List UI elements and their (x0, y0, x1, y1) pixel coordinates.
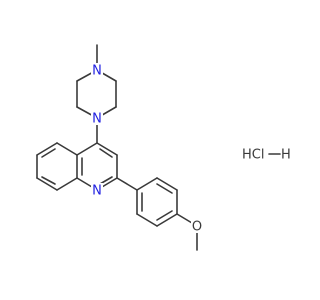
bond (56, 142, 78, 156)
double-bond (156, 210, 173, 221)
double-bond (41, 176, 56, 185)
bond (56, 177, 78, 191)
atom-labels: N N N O HCl H (91, 63, 291, 235)
nitrogen-atom-quinoline: N (92, 184, 102, 199)
nitrogen-atom-piperazine-bottom: N (92, 112, 102, 127)
double-bond (99, 148, 113, 158)
bond (76, 142, 98, 156)
quinoline-benzo-ring (36, 142, 78, 191)
salt-label-hcl: HCl (242, 148, 264, 163)
methoxyphenyl-ring (116, 177, 198, 251)
bond (136, 177, 158, 191)
piperazine-ring (76, 44, 117, 119)
bond (36, 177, 58, 191)
oxygen-atom-methoxy: O (192, 220, 202, 235)
double-bond (41, 148, 56, 158)
bond (156, 213, 178, 227)
bond (136, 213, 158, 227)
bond (36, 142, 58, 156)
nitrogen-atom-piperazine-top: N (92, 64, 102, 79)
bond (156, 177, 178, 191)
chemical-structure-diagram: N N N O HCl H (36, 44, 291, 251)
double-bond (99, 176, 113, 185)
bond (96, 142, 118, 156)
double-bond (156, 183, 173, 194)
salt-label-h: H (281, 148, 291, 163)
bond (116, 177, 138, 191)
